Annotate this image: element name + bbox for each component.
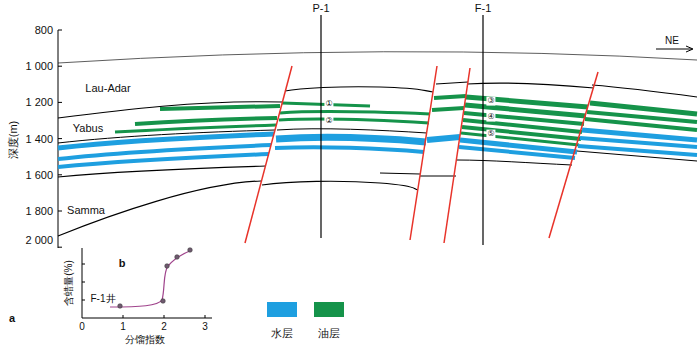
direction-arrow — [656, 49, 692, 50]
inset-ticks — [82, 264, 205, 318]
oil-layer — [462, 127, 581, 139]
well-line — [482, 15, 483, 245]
data-point — [161, 299, 166, 304]
well-name: P-1 — [312, 2, 329, 14]
horizon-line — [436, 82, 468, 84]
depth-tick-label: 800 — [35, 24, 53, 36]
water-layer — [427, 137, 460, 140]
horizon-line — [457, 160, 572, 165]
fault-line — [444, 68, 470, 243]
water-layer — [578, 146, 697, 155]
depth-tick-label: 2 000 — [25, 234, 53, 246]
layer-number: ① — [324, 100, 333, 109]
block-e — [577, 85, 697, 161]
direction-label: NE — [665, 35, 679, 46]
horizon-line — [380, 173, 420, 174]
well-note: F-1井 — [91, 293, 116, 304]
oil-layer — [434, 96, 466, 98]
formation-name: Yabus — [73, 122, 103, 134]
axis-tick-label: 3 — [202, 321, 208, 332]
oil-layer — [585, 119, 697, 130]
water-layer — [58, 154, 269, 167]
section-drawing — [58, 15, 697, 318]
data-point — [165, 264, 170, 269]
legend-label: 油层 — [318, 327, 340, 339]
axis-title: 含蜡量(%) — [63, 260, 74, 306]
axis-tick-label: 1 — [120, 321, 126, 332]
water-layer — [459, 147, 575, 158]
oil-layer — [135, 118, 277, 124]
layer-number: ③ — [486, 97, 495, 106]
axis-title: 深度(m) — [7, 121, 19, 160]
layer-number: ④ — [486, 113, 495, 122]
data-point — [188, 248, 193, 253]
depth-tick-label: 1 200 — [25, 96, 53, 108]
horizon-line — [262, 181, 418, 190]
block-a — [58, 102, 282, 236]
oil-layer — [279, 119, 429, 123]
depth-tick-label: 1 800 — [25, 205, 53, 217]
axis-tick-label: 2 — [161, 321, 167, 332]
fault-line — [410, 66, 437, 240]
formation-name: Lau-Adar — [85, 82, 130, 94]
layer-number: ② — [324, 117, 333, 126]
legend-label: 水层 — [271, 327, 293, 339]
block-b — [262, 87, 433, 190]
data-point — [118, 304, 123, 309]
depth-tick-label: 1 400 — [25, 133, 53, 145]
layer-number: ⑤ — [486, 130, 495, 139]
horizon-line — [277, 129, 427, 133]
horizon-line — [58, 181, 261, 236]
oil-layer — [432, 108, 464, 110]
depth-tick-label: 1 000 — [25, 60, 53, 72]
horizon-line — [420, 176, 456, 177]
legend-swatch — [314, 302, 344, 317]
water-layer — [275, 147, 424, 152]
surface-line — [58, 52, 697, 63]
oil-layer — [160, 106, 280, 109]
data-point — [175, 255, 180, 260]
trend-curve — [110, 250, 192, 307]
horizon-line — [592, 85, 697, 97]
well-name: F-1 — [475, 2, 492, 14]
data-points — [118, 248, 193, 309]
axis-tick-label: 0 — [79, 321, 85, 332]
oil-layer — [280, 111, 430, 114]
formation-name: Samma — [67, 204, 105, 216]
well-line — [320, 15, 321, 238]
horizon-line — [285, 87, 433, 92]
depth-ticks — [58, 30, 62, 247]
axis-title: 分馏指数 — [125, 334, 165, 345]
inset-axes — [82, 248, 212, 318]
horizon-line — [577, 151, 697, 161]
horizon-line — [58, 102, 282, 118]
panel-letter: b — [119, 257, 126, 269]
direction-arrowhead — [686, 46, 693, 52]
legend-swatch — [267, 302, 297, 317]
horizon-line — [58, 166, 266, 177]
panel-letter: a — [9, 312, 15, 324]
fault-line — [549, 72, 598, 238]
fault-line — [245, 66, 292, 243]
water-layer — [276, 138, 426, 142]
depth-tick-label: 1 600 — [25, 169, 53, 181]
horizon-line — [467, 83, 594, 88]
